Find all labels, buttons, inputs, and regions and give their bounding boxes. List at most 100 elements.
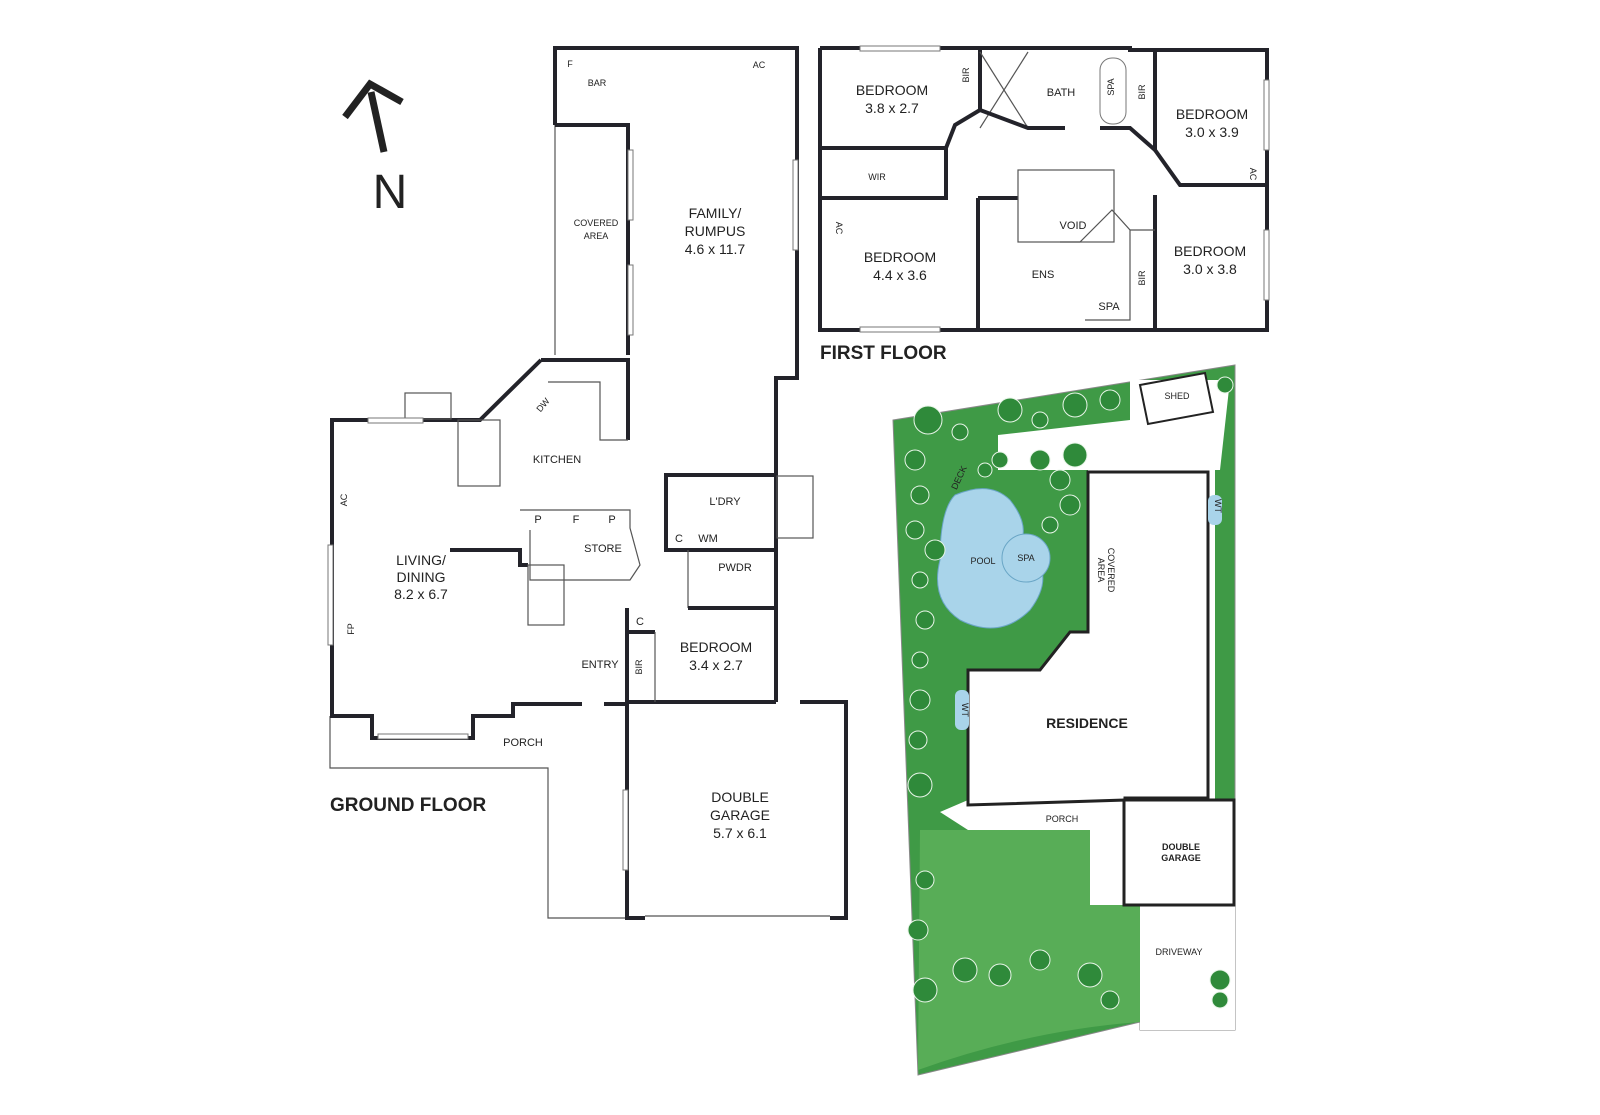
label-bir-1: BIR bbox=[961, 67, 971, 83]
tree-icon bbox=[1077, 962, 1103, 988]
first-floor-title: FIRST FLOOR bbox=[820, 343, 947, 364]
tree-icon bbox=[908, 730, 928, 750]
tree-icon bbox=[1216, 376, 1234, 394]
label-fireplace: FP bbox=[346, 623, 356, 635]
label-rumpus: RUMPUS bbox=[685, 223, 746, 239]
tree-icon bbox=[951, 423, 969, 441]
label-family: FAMILY/ bbox=[689, 205, 742, 221]
label-dw: DW bbox=[534, 396, 552, 414]
tree-icon bbox=[904, 449, 926, 471]
label-shed: SHED bbox=[1164, 391, 1190, 401]
tree-icon bbox=[997, 397, 1023, 423]
label-washing-machine: WM bbox=[698, 533, 718, 545]
label-bir-3: BIR bbox=[1137, 270, 1147, 286]
tree-icon bbox=[977, 462, 993, 478]
label-family-size: 4.6 x 11.7 bbox=[685, 241, 746, 257]
tree-icon bbox=[924, 539, 946, 561]
label-bedroom-2: BEDROOM bbox=[1176, 106, 1248, 122]
tree-icon bbox=[991, 451, 1009, 469]
north-label: N bbox=[373, 166, 408, 219]
label-spa-ensuite: SPA bbox=[1098, 301, 1120, 313]
label-living: LIVING/ bbox=[396, 552, 446, 568]
label-pantry-fridge: F bbox=[573, 514, 580, 526]
label-covered-area-2: AREA bbox=[584, 231, 609, 241]
label-bath: BATH bbox=[1047, 87, 1076, 99]
tree-icon bbox=[915, 610, 935, 630]
tree-icon bbox=[1041, 516, 1059, 534]
label-ac-living: AC bbox=[339, 493, 349, 506]
label-garage-2: GARAGE bbox=[710, 807, 770, 823]
label-site-garage-2: GARAGE bbox=[1161, 853, 1201, 863]
tree-icon bbox=[1029, 449, 1051, 471]
label-site-covered-2: AREA bbox=[1096, 558, 1106, 583]
label-bedroom-2-size: 3.0 x 3.9 bbox=[1185, 124, 1239, 140]
tree-icon bbox=[911, 571, 929, 589]
tree-icon bbox=[1062, 392, 1088, 418]
label-site-garage: DOUBLE bbox=[1162, 842, 1200, 852]
tree-icon bbox=[1031, 411, 1049, 429]
label-driveway: DRIVEWAY bbox=[1155, 947, 1202, 957]
tree-icon bbox=[1062, 442, 1088, 468]
label-wir: WIR bbox=[868, 172, 886, 182]
label-bedroom-size: 3.4 x 2.7 bbox=[689, 657, 743, 673]
label-bedroom-3-size: 4.4 x 3.6 bbox=[873, 267, 927, 283]
label-garage-size: 5.7 x 6.1 bbox=[713, 825, 767, 841]
label-spa-bath: SPA bbox=[1106, 78, 1116, 95]
label-water-tank-1: WT bbox=[1213, 499, 1223, 513]
tree-icon bbox=[1049, 469, 1071, 491]
label-cupboard: C bbox=[675, 533, 683, 545]
tree-icon bbox=[907, 919, 929, 941]
label-porch: PORCH bbox=[503, 737, 543, 749]
label-store: STORE bbox=[584, 543, 622, 555]
ground-floor-plan bbox=[327, 46, 848, 920]
tree-icon bbox=[911, 651, 929, 669]
tree-icon bbox=[907, 772, 933, 798]
ground-floor-title: GROUND FLOOR bbox=[330, 795, 486, 816]
tree-icon bbox=[909, 689, 931, 711]
label-ensuite: ENS bbox=[1032, 269, 1055, 281]
tree-icon bbox=[1209, 969, 1231, 991]
tree-icon bbox=[1211, 991, 1229, 1009]
label-cupboard-bed: C bbox=[636, 616, 644, 628]
label-bedroom: BEDROOM bbox=[680, 639, 752, 655]
label-bedroom-1: BEDROOM bbox=[856, 82, 928, 98]
tree-icon bbox=[1099, 389, 1121, 411]
label-pantry: P bbox=[534, 514, 541, 526]
tree-icon bbox=[912, 977, 938, 1003]
label-powder: PWDR bbox=[718, 562, 752, 574]
label-garage: DOUBLE bbox=[711, 789, 769, 805]
first-floor-plan bbox=[818, 45, 1270, 333]
tree-icon bbox=[952, 957, 978, 983]
label-bedroom-4: BEDROOM bbox=[1174, 243, 1246, 259]
label-residence: RESIDENCE bbox=[1046, 715, 1128, 731]
tree-icon bbox=[1029, 949, 1051, 971]
tree-icon bbox=[910, 485, 930, 505]
label-entry: ENTRY bbox=[581, 659, 619, 671]
label-pantry-2: P bbox=[608, 514, 615, 526]
label-kitchen: KITCHEN bbox=[533, 454, 581, 466]
label-water-tank-2: WT bbox=[960, 703, 970, 717]
site-plan bbox=[892, 364, 1236, 1076]
label-bedroom-4-size: 3.0 x 3.8 bbox=[1183, 261, 1237, 277]
north-arrow-icon bbox=[342, 79, 404, 153]
label-site-porch: PORCH bbox=[1046, 814, 1079, 824]
label-site-covered: COVERED bbox=[1106, 548, 1116, 593]
label-bedroom-3: BEDROOM bbox=[864, 249, 936, 265]
label-fridge: F bbox=[567, 59, 573, 69]
label-bir: BIR bbox=[634, 659, 644, 675]
tree-icon bbox=[915, 870, 935, 890]
label-bar: BAR bbox=[588, 78, 607, 88]
label-covered-area: COVERED bbox=[574, 218, 619, 228]
label-bir-2: BIR bbox=[1137, 84, 1147, 100]
label-laundry: L'DRY bbox=[709, 496, 741, 508]
tree-icon bbox=[905, 520, 925, 540]
label-bedroom-1-size: 3.8 x 2.7 bbox=[865, 100, 919, 116]
tree-icon bbox=[1059, 494, 1081, 516]
label-pool: POOL bbox=[970, 556, 995, 566]
tree-icon bbox=[1100, 990, 1120, 1010]
label-void: VOID bbox=[1060, 220, 1087, 232]
label-living-size: 8.2 x 6.7 bbox=[394, 586, 448, 602]
label-ac: AC bbox=[753, 60, 766, 70]
label-ac-2: AC bbox=[834, 222, 844, 235]
